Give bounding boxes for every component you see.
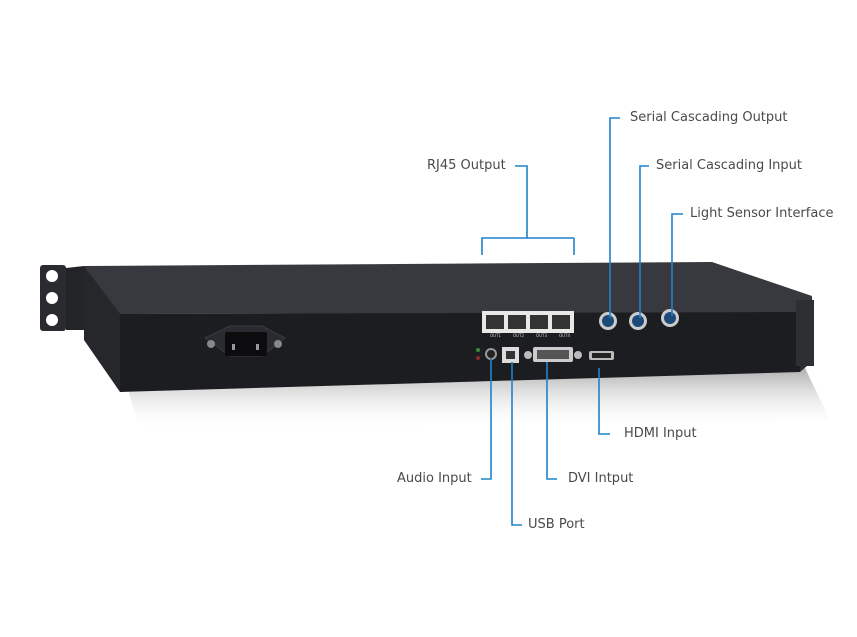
label-serial-cascading-output: Serial Cascading Output [630, 110, 788, 125]
chassis-front [120, 312, 800, 392]
chassis-top [84, 262, 812, 314]
round-connectors [599, 309, 679, 330]
port-label: OUT2 [512, 333, 525, 338]
led-run [476, 348, 480, 352]
label-serial-cascading-input: Serial Cascading Input [656, 158, 802, 173]
rj45-port-labels: OUT1 OUT2 OUT3 OUT4 [484, 333, 576, 338]
dvi-port [524, 347, 582, 362]
label-audio-input: Audio Input [397, 471, 472, 486]
power-socket [204, 325, 286, 357]
label-usb-port: USB Port [528, 517, 585, 532]
label-dvi-input: DVI Intput [568, 471, 634, 486]
leader-lines [481, 117, 683, 526]
label-rj45-output: RJ45 Output [427, 158, 506, 173]
chassis-side [84, 266, 120, 392]
audio-jack [485, 348, 497, 360]
port-label: OUT3 [535, 333, 548, 338]
label-light-sensor-interface: Light Sensor Interface [690, 206, 834, 221]
rj45-ports [482, 311, 574, 333]
port-label: OUT4 [558, 333, 571, 338]
label-hdmi-input: HDMI Input [624, 426, 697, 441]
led-status [476, 356, 480, 360]
port-label: OUT1 [489, 333, 502, 338]
